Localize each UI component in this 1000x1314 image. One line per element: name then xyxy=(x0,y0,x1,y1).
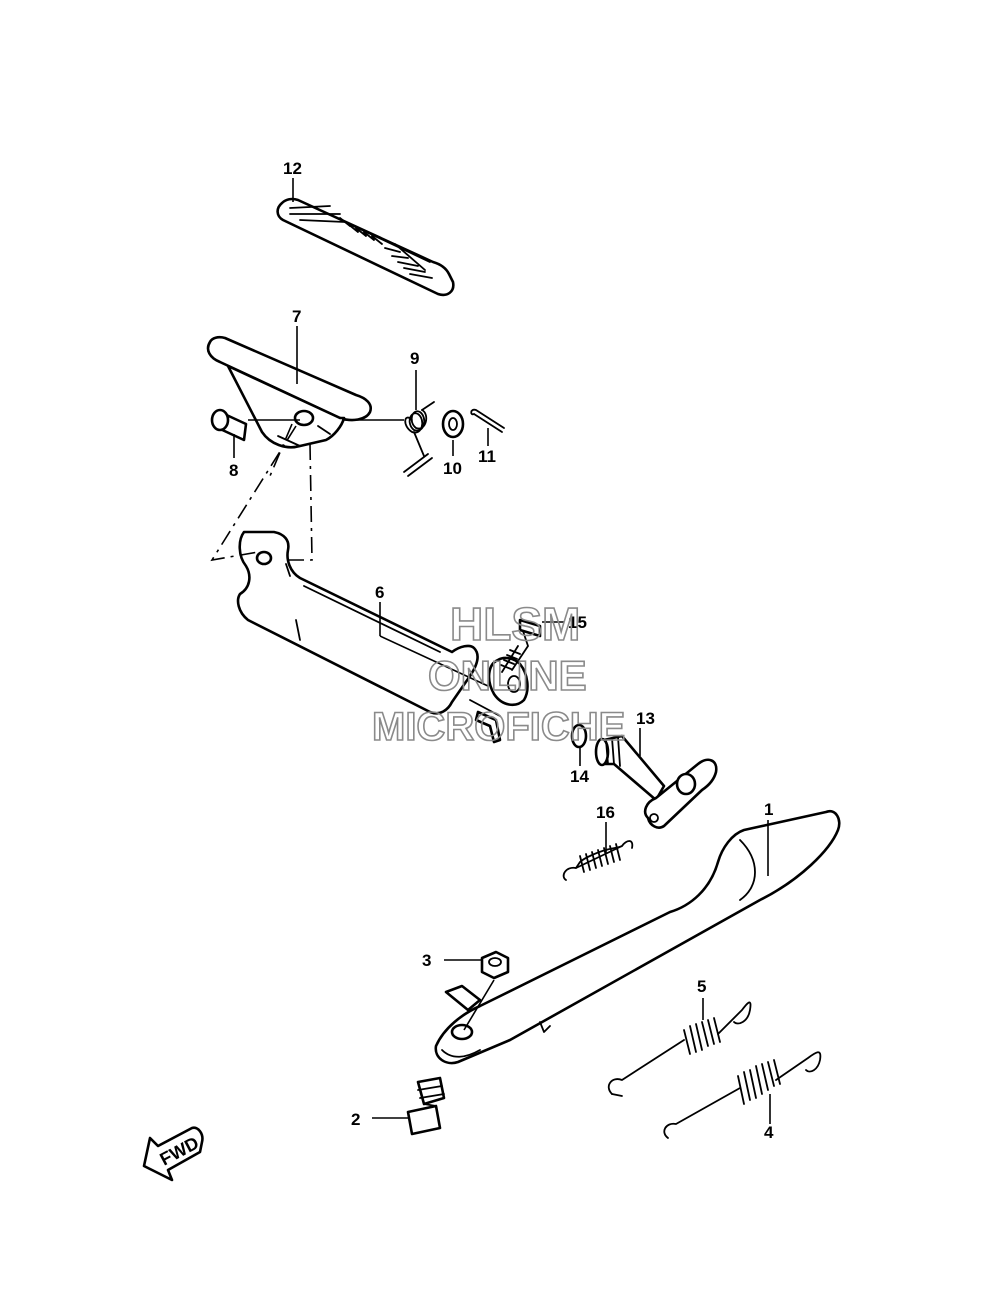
part-16-return-spring[interactable] xyxy=(562,840,634,881)
part-15-bolt[interactable] xyxy=(500,618,542,673)
callout-10: 10 xyxy=(443,459,462,478)
watermark: HLSM ONLINE MICROFICHE xyxy=(371,597,626,750)
callout-3: 3 xyxy=(422,951,431,970)
callout-4: 4 xyxy=(764,1123,774,1142)
part-11-cotter-pin[interactable] xyxy=(470,408,505,433)
callout-11: 11 xyxy=(478,447,496,466)
callout-8: 8 xyxy=(229,461,238,480)
part-5-stand-spring[interactable] xyxy=(607,1001,752,1097)
callout-5: 5 xyxy=(697,977,706,996)
part-3-nut[interactable] xyxy=(480,950,510,980)
callout-13: 13 xyxy=(636,709,655,728)
assembly-lines xyxy=(210,423,313,562)
fwd-arrow-icon xyxy=(142,1126,204,1182)
leader-lines xyxy=(233,178,771,1124)
callout-1: 1 xyxy=(764,800,773,819)
part-2-pivot-bolt[interactable] xyxy=(406,1076,446,1136)
callout-12: 12 xyxy=(283,159,302,178)
callout-7: 7 xyxy=(292,307,301,326)
callout-labels: 1 2 3 4 5 6 7 8 9 10 11 12 13 14 15 16 xyxy=(229,159,774,1142)
part-14-o-ring[interactable] xyxy=(570,723,588,749)
watermark-line-2: ONLINE xyxy=(428,652,587,699)
part-9-torsion-spring[interactable] xyxy=(403,401,435,477)
callout-14: 14 xyxy=(570,767,589,786)
part-10-washer[interactable] xyxy=(441,409,465,439)
fwd-arrow: FWD xyxy=(142,1126,204,1182)
part-7-brake-pedal[interactable] xyxy=(206,335,372,449)
part-12-footrest-rubber[interactable] xyxy=(276,197,455,297)
callout-9: 9 xyxy=(410,349,419,368)
callout-15: 15 xyxy=(568,613,587,632)
part-4-stand-spring[interactable] xyxy=(663,1051,822,1139)
part-6-brake-arm[interactable] xyxy=(236,530,529,744)
callout-16: 16 xyxy=(596,803,615,822)
part-1-side-stand[interactable] xyxy=(434,809,841,1065)
watermark-line-3: MICROFICHE xyxy=(372,705,625,749)
watermark-line-1: HLSM xyxy=(450,598,580,650)
part-13-brake-shaft[interactable] xyxy=(594,734,718,829)
callout-6: 6 xyxy=(375,583,384,602)
part-8-clevis-pin[interactable] xyxy=(210,408,248,442)
callout-2: 2 xyxy=(351,1110,360,1129)
